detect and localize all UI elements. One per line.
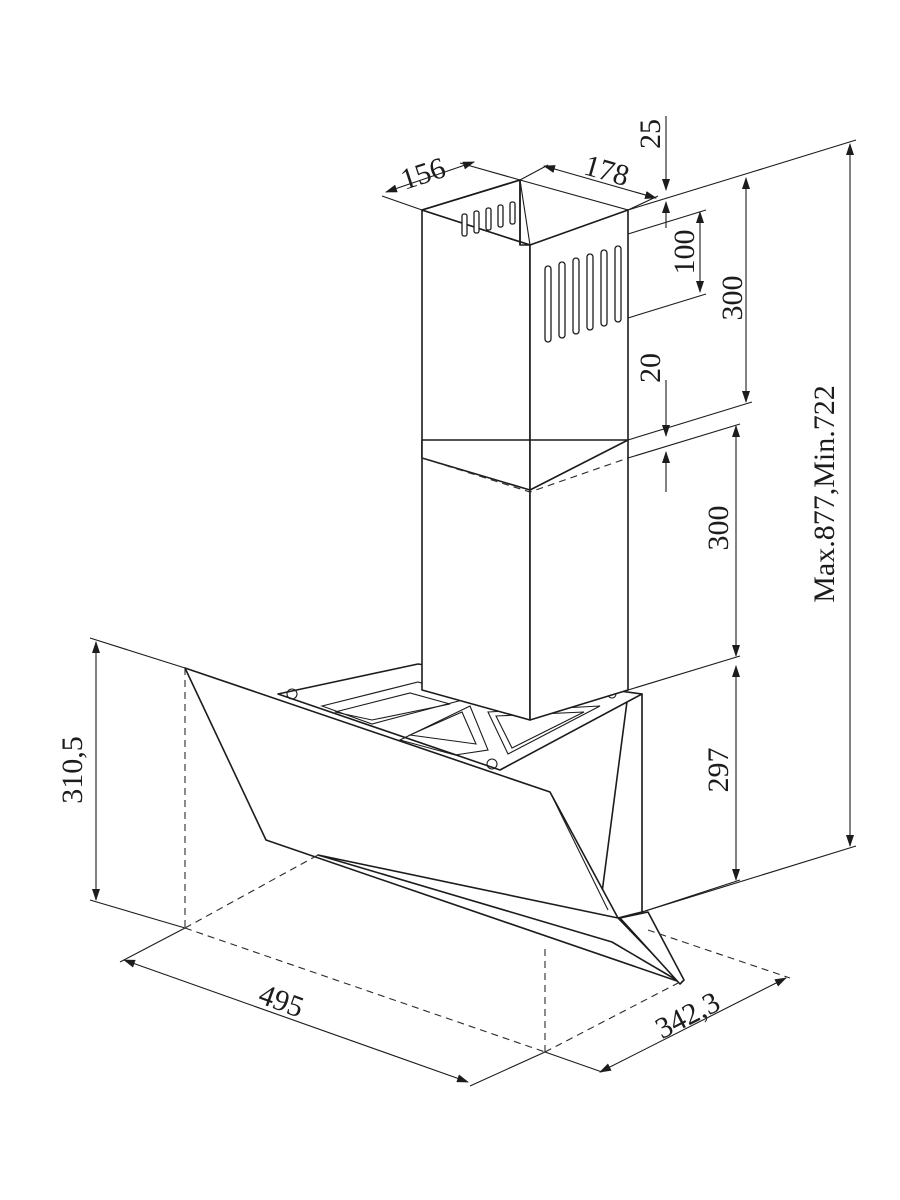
label-upper-chimney: 300 [716,276,749,321]
label-hood-width: 495 [254,978,308,1024]
upper-chimney-side [529,209,629,491]
label-chimney-depth: 178 [580,149,632,193]
chimney [421,179,630,721]
hood-right-side [599,693,643,919]
label-total-height: Max.877,Min.722 [808,385,841,603]
label-outlet-height: 100 [668,230,701,275]
label-hood-body: 297 [702,748,735,793]
label-hood-depth: 342,3 [650,986,725,1046]
upper-chimney-front [421,209,531,491]
label-lower-chimney: 300 [702,506,735,551]
hood-body [184,663,685,985]
vent-slots [461,201,622,343]
label-overlap: 20 [634,353,667,383]
label-top-offset: 25 [634,119,667,149]
dimension-lines [89,116,857,1087]
label-chimney-width: 156 [397,151,450,196]
label-hood-height: 310,5 [56,736,89,804]
